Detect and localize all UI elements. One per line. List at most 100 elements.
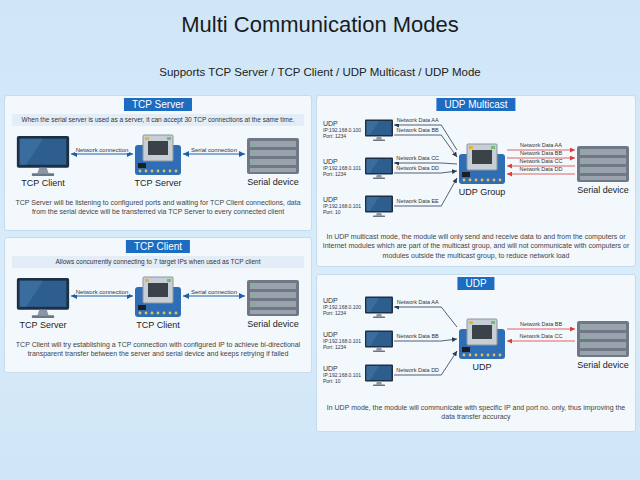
address-block: UDPIP:192.168.0.101Port: 1234	[323, 331, 361, 350]
connector-label: Network Data CC	[519, 334, 564, 340]
rack-icon	[245, 278, 301, 318]
address-block: UDPIP:192.168.0.101Port: 1234	[323, 158, 361, 177]
udp-computer: UDPIP:192.168.0.101Port: 1234	[323, 329, 394, 353]
connector-arrow	[507, 174, 575, 175]
mode-panel: UDP In UDP mode, the module will communic…	[316, 274, 636, 432]
panel-desc: TCP Client will try establishing a TCP c…	[10, 340, 306, 359]
protocol-label: UDP	[323, 196, 361, 204]
connector-arrow	[394, 178, 457, 206]
connector-label: Serial connection	[190, 289, 238, 295]
address-block: UDPIP:192.168.0.100Port: 1234	[323, 297, 361, 316]
device-label: TCP Server	[135, 178, 182, 188]
connector-arrow	[183, 295, 245, 296]
connector-label: Network Data DD	[519, 167, 564, 173]
module-icon	[457, 317, 507, 361]
serial-server-module: UDP Group	[457, 142, 507, 197]
panel-desc: TCP Server will be listening to configur…	[10, 198, 306, 217]
udp-computer: UDPIP:192.168.0.100Port: 1234	[323, 295, 394, 319]
panel-note: Allows concurrently connecting to 7 targ…	[12, 256, 304, 268]
serial-server-module: UDP	[457, 317, 507, 372]
monitor-icon	[364, 329, 394, 353]
server-computer: TCP Server	[15, 276, 71, 330]
rack-icon	[575, 144, 631, 184]
device-label: Serial device	[247, 177, 299, 187]
connector-label: Network Data BB	[519, 322, 563, 328]
address-text: Port: 1234	[323, 134, 361, 140]
panel-tab: TCP Server	[124, 98, 192, 111]
address-text: Port: 1234	[323, 172, 361, 178]
mode-panel: TCP ClientAllows concurrently connecting…	[4, 237, 312, 373]
device-label: Serial device	[247, 319, 299, 329]
monitor-icon	[364, 118, 394, 142]
connector-arrow	[394, 163, 457, 164]
panel-desc: In UDP multicast mode, the module will o…	[322, 232, 630, 260]
connector-arrow	[183, 153, 245, 154]
address-block: UDPIP:192.168.0.101Port: 10	[323, 365, 361, 384]
connector-label: Network Data BB	[519, 151, 563, 157]
connector-arrow	[394, 351, 457, 375]
monitor-icon	[364, 156, 394, 180]
panel-desc: In UDP mode, the module will communicate…	[326, 403, 626, 422]
protocol-label: UDP	[323, 158, 361, 166]
address-text: Port: 1234	[323, 345, 361, 351]
address-text: Port: 10	[323, 210, 361, 216]
connector-arrow	[394, 125, 457, 150]
panel-tab: TCP Client	[126, 240, 190, 253]
monitor-icon	[364, 363, 394, 387]
connector-label: Serial connection	[190, 147, 238, 153]
connector-arrow	[507, 341, 575, 342]
connector-label: Network Data AA	[396, 300, 440, 306]
serial-server-module: TCP Client	[133, 275, 183, 330]
connector-label: Network Data BB	[396, 334, 440, 340]
monitor-icon	[364, 295, 394, 319]
monitor-icon	[364, 194, 394, 218]
udp-computer: UDPIP:192.168.0.101Port: 10	[323, 194, 394, 218]
protocol-label: UDP	[323, 120, 361, 128]
panel-note: When the serial server is used as a serv…	[12, 114, 304, 126]
connector-label: Network Data AA	[396, 118, 440, 124]
panel-tab: UDP Multicast	[436, 98, 515, 111]
connector-label: Network connection	[75, 289, 130, 295]
connector-arrow	[507, 329, 575, 330]
connector-label: Network Data DD	[395, 166, 440, 172]
connector-label: Network Data AA	[519, 143, 563, 149]
protocol-label: UDP	[323, 331, 361, 339]
connector-label: Network Data EE	[396, 199, 440, 205]
device-label: UDP Group	[459, 187, 505, 197]
device-label: UDP	[472, 362, 491, 372]
connector-arrow	[394, 135, 457, 157]
device-label: TCP Client	[136, 320, 179, 330]
device-label: TCP Server	[20, 320, 67, 330]
connector-label: Network Data CC	[395, 156, 440, 162]
module-icon	[457, 142, 507, 186]
rack-icon	[575, 319, 631, 359]
address-block: UDPIP:192.168.0.100Port: 1234	[323, 120, 361, 139]
device-label: Serial device	[577, 360, 629, 370]
connector-arrow	[71, 295, 133, 296]
panel-tab: UDP	[457, 277, 494, 290]
monitor-icon	[15, 134, 71, 177]
connector-label: Network Data CC	[519, 159, 564, 165]
device-label: TCP Client	[21, 178, 64, 188]
connector-arrow	[394, 307, 457, 327]
serial-server-module: TCP Server	[133, 133, 183, 188]
mode-panel: UDP Multicast In UDP multicast mode, the …	[316, 95, 636, 267]
client-computer: TCP Client	[15, 134, 71, 188]
address-text: Port: 10	[323, 379, 361, 385]
module-icon	[133, 133, 183, 177]
connector-label: Network connection	[75, 147, 130, 153]
address-block: UDPIP:192.168.0.101Port: 10	[323, 196, 361, 215]
protocol-label: UDP	[323, 365, 361, 373]
mode-panel: TCP ServerWhen the serial server is used…	[4, 95, 312, 231]
serial-device: Serial device	[575, 144, 631, 195]
connector-label: Network Data BB	[396, 128, 440, 134]
device-label: Serial device	[577, 185, 629, 195]
rack-icon	[245, 136, 301, 176]
protocol-label: UDP	[323, 297, 361, 305]
page-title: Multi Communication Modes	[0, 12, 640, 38]
udp-computer: UDPIP:192.168.0.101Port: 10	[323, 363, 394, 387]
module-icon	[133, 275, 183, 319]
connector-arrow	[71, 153, 133, 154]
udp-computer: UDPIP:192.168.0.101Port: 1234	[323, 156, 394, 180]
